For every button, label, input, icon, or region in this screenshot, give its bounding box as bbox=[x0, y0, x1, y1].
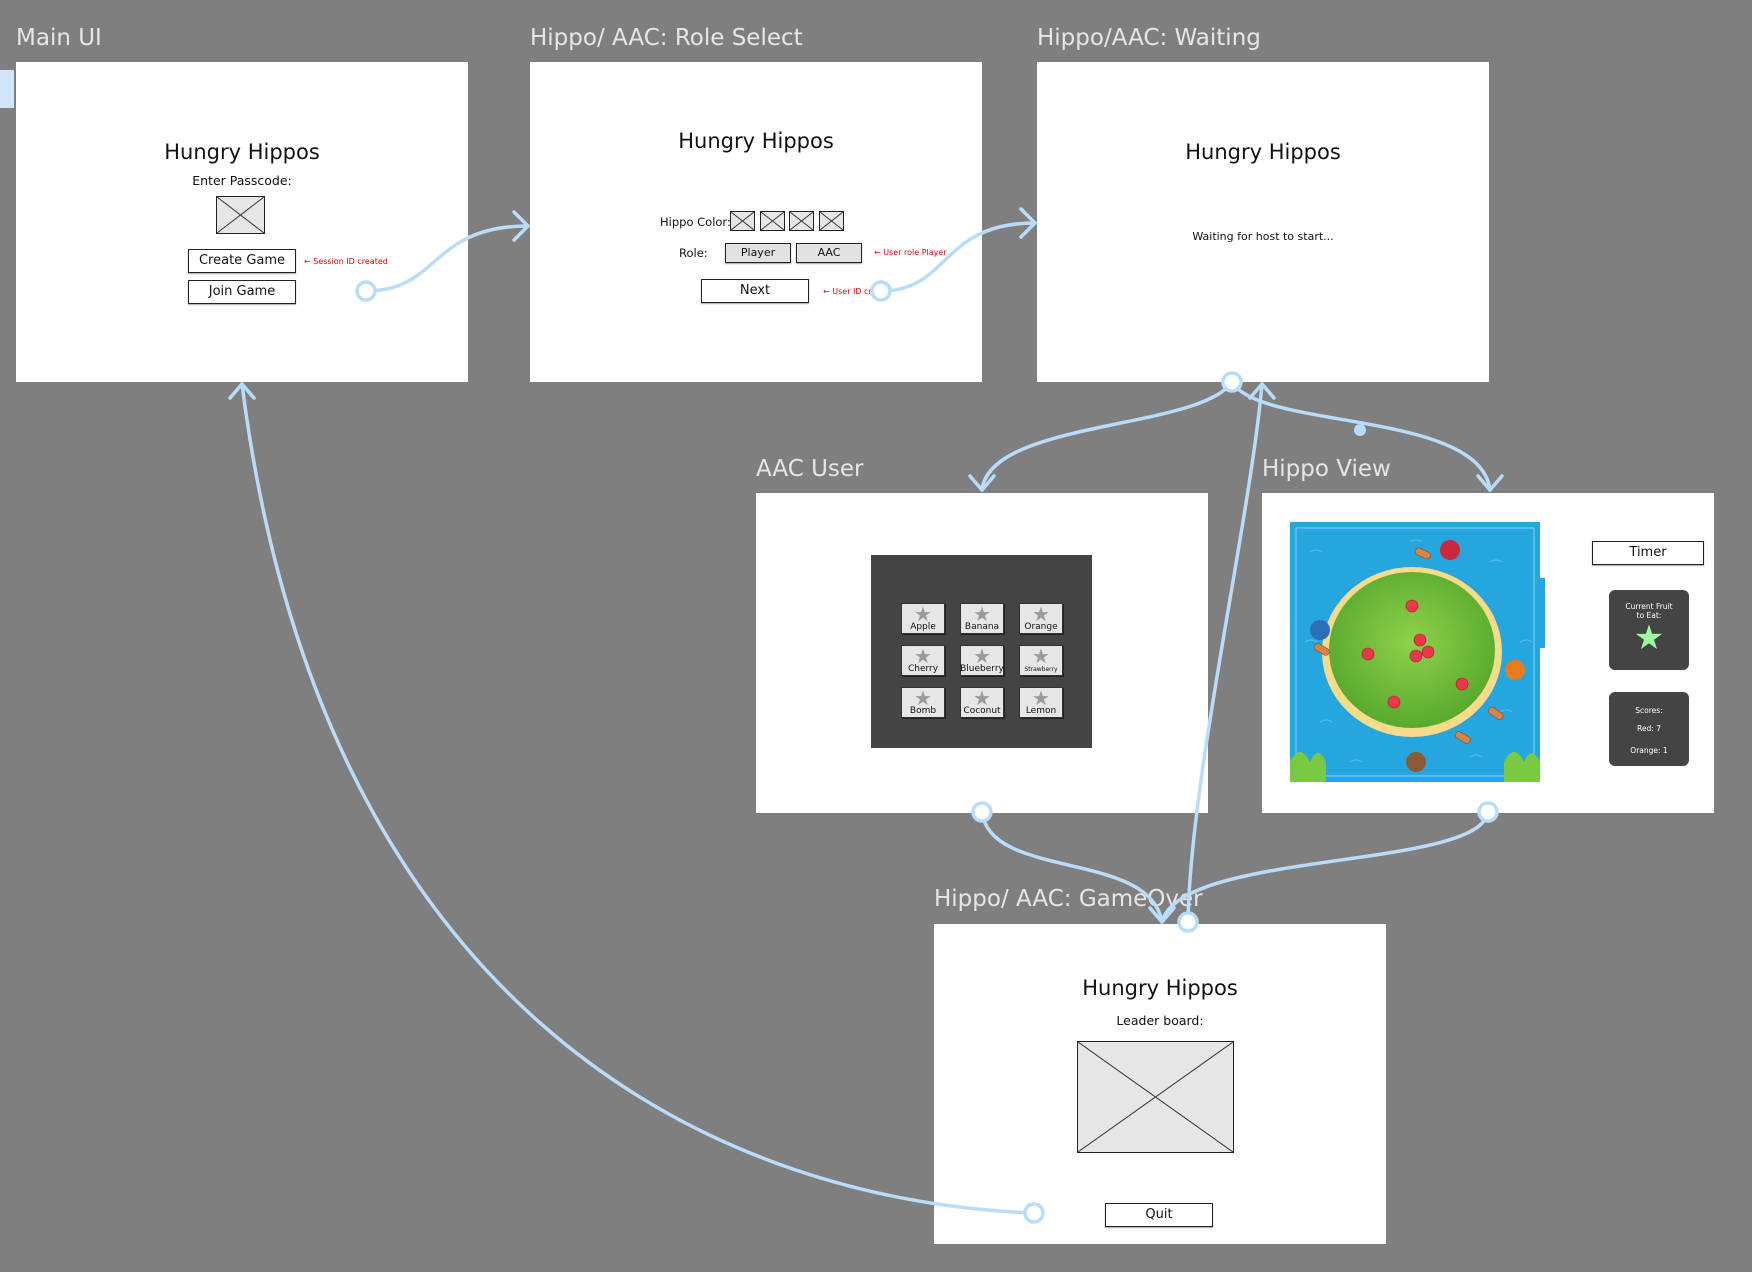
user-id-note: ← User ID cr bbox=[823, 287, 872, 296]
create-game-button[interactable]: Create Game bbox=[188, 249, 296, 273]
role-label: Role: bbox=[679, 246, 708, 260]
star-icon: ★ bbox=[1032, 604, 1050, 626]
aac-tile-lemon[interactable]: ★Lemon bbox=[1019, 687, 1063, 718]
hippo-icons bbox=[1310, 540, 1525, 772]
game-board-image bbox=[1290, 522, 1540, 782]
timer-button[interactable]: Timer bbox=[1592, 541, 1704, 565]
aac-tile-strawberry[interactable]: ★Strawberry bbox=[1019, 645, 1063, 676]
waiting-message: Waiting for host to start... bbox=[1192, 230, 1334, 243]
scores-label: Scores: bbox=[1635, 706, 1663, 715]
connector-waiting-to-aac bbox=[980, 380, 1234, 492]
star-icon: ★ bbox=[1633, 618, 1665, 658]
aac-tile-blueberry[interactable]: ★Blueberry bbox=[960, 645, 1004, 676]
aac-role-button[interactable]: AAC bbox=[796, 243, 862, 263]
score-orange: Orange: 1 bbox=[1630, 746, 1668, 755]
star-icon: ★ bbox=[1032, 646, 1050, 668]
frame-main-ui[interactable]: Hungry Hippos Enter Passcode: Create Gam… bbox=[16, 62, 468, 382]
frame-hippo-view[interactable]: Timer Current Fruit to Eat: ★ Scores: Re… bbox=[1262, 493, 1714, 813]
user-role-note: ← User role Player bbox=[874, 248, 947, 257]
frame-label-waiting: Hippo/AAC: Waiting bbox=[1037, 25, 1261, 51]
aac-tile-banana[interactable]: ★Banana bbox=[960, 603, 1004, 634]
page-title: Hungry Hippos bbox=[1082, 976, 1238, 1000]
next-button[interactable]: Next bbox=[701, 279, 809, 303]
connector-hippo-to-gameover bbox=[1160, 810, 1490, 924]
aac-board: ★Apple ★Banana ★Orange ★Cherry ★Blueberr… bbox=[871, 555, 1092, 748]
aac-tile-bomb[interactable]: ★Bomb bbox=[901, 687, 945, 718]
leaderboard-placeholder bbox=[1077, 1041, 1234, 1153]
scores-card: Scores: Red: 7 Orange: 1 bbox=[1609, 692, 1689, 766]
current-fruit-label: Current Fruit to Eat: bbox=[1625, 602, 1673, 620]
aac-tile-coconut[interactable]: ★Coconut bbox=[960, 687, 1004, 718]
frame-aac-user[interactable]: ★Apple ★Banana ★Orange ★Cherry ★Blueberr… bbox=[756, 493, 1208, 813]
page-title: Hungry Hippos bbox=[1185, 140, 1341, 164]
color-swatch-3[interactable] bbox=[789, 211, 814, 231]
aac-tile-apple[interactable]: ★Apple bbox=[901, 603, 945, 634]
leaderboard-label: Leader board: bbox=[1116, 1013, 1204, 1028]
passcode-label: Enter Passcode: bbox=[192, 173, 292, 188]
session-id-note: ← Session ID created bbox=[304, 257, 388, 266]
color-swatch-1[interactable] bbox=[730, 211, 755, 231]
frame-game-over[interactable]: Hungry Hippos Leader board: Quit bbox=[934, 924, 1386, 1244]
frame-label-game-over: Hippo/ AAC: GameOver bbox=[934, 886, 1203, 912]
frame-role-select[interactable]: Hungry Hippos Hippo Color: Role: Player … bbox=[530, 62, 982, 382]
score-red: Red: 7 bbox=[1637, 724, 1661, 733]
page-title: Hungry Hippos bbox=[164, 140, 320, 164]
frame-label-main-ui: Main UI bbox=[16, 25, 102, 51]
aac-tile-orange[interactable]: ★Orange bbox=[1019, 603, 1063, 634]
color-swatch-4[interactable] bbox=[819, 211, 844, 231]
page-title: Hungry Hippos bbox=[678, 129, 834, 153]
join-game-button[interactable]: Join Game bbox=[188, 280, 296, 304]
connector-branch-dot bbox=[1354, 424, 1366, 436]
passcode-input-placeholder[interactable] bbox=[216, 196, 265, 234]
frame-label-role-select: Hippo/ AAC: Role Select bbox=[530, 25, 803, 51]
star-icon: ★ bbox=[1032, 688, 1050, 710]
current-fruit-card: Current Fruit to Eat: ★ bbox=[1609, 590, 1689, 670]
player-role-button[interactable]: Player bbox=[725, 243, 791, 263]
frame-label-aac-user: AAC User bbox=[756, 456, 864, 482]
side-panel-tab[interactable] bbox=[0, 70, 14, 108]
board-edge bbox=[1539, 578, 1545, 648]
color-swatch-2[interactable] bbox=[760, 211, 785, 231]
quit-button[interactable]: Quit bbox=[1105, 1203, 1213, 1227]
frame-waiting[interactable]: Hungry Hippos Waiting for host to start.… bbox=[1037, 62, 1489, 382]
frame-label-hippo-view: Hippo View bbox=[1262, 456, 1391, 482]
aac-tile-cherry[interactable]: ★Cherry bbox=[901, 645, 945, 676]
hippo-color-label: Hippo Color: bbox=[660, 215, 731, 229]
